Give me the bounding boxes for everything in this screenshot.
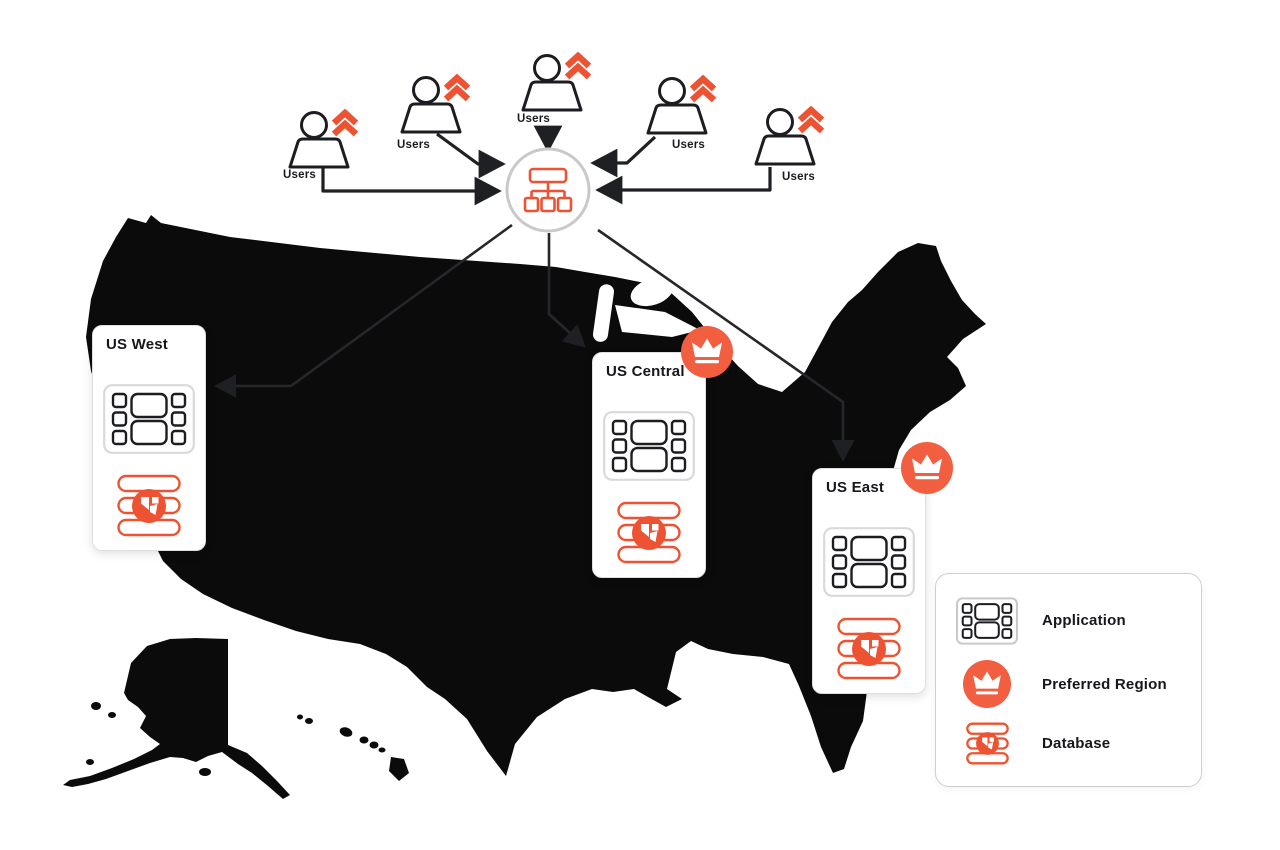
user-icon-3 xyxy=(521,51,592,112)
legend-label: Preferred Region xyxy=(1042,675,1167,693)
preferred-region-badge xyxy=(681,326,733,378)
legend: Application Preferred Region xyxy=(935,573,1202,787)
user-icon-4 xyxy=(646,74,717,135)
user-head xyxy=(300,111,328,139)
region-card-us-east: US East xyxy=(812,442,953,694)
user-body xyxy=(400,102,462,134)
us-map xyxy=(63,215,986,799)
arrow-to-us-central xyxy=(547,233,586,348)
user-head xyxy=(658,77,686,105)
application-icon xyxy=(956,595,1018,647)
chevron-up-icon xyxy=(564,51,592,80)
user-head xyxy=(412,76,440,104)
chevron-up-icon xyxy=(443,73,471,102)
user-body xyxy=(646,103,708,135)
user-icons xyxy=(288,51,825,169)
preferred-region-badge xyxy=(901,442,953,494)
user-label: Users xyxy=(782,171,815,183)
arrow-user-1 xyxy=(321,167,502,206)
user-label: Users xyxy=(397,139,430,151)
database-icon xyxy=(117,474,181,543)
alaska-islands xyxy=(86,702,211,776)
region-title: US West xyxy=(106,336,168,353)
user-to-hub-arrows xyxy=(321,125,772,206)
crown-icon xyxy=(956,660,1018,709)
user-icon-1 xyxy=(288,108,359,169)
arrow-user-2 xyxy=(436,132,506,179)
legend-label: Database xyxy=(1042,735,1111,753)
arrow-to-us-east xyxy=(597,228,855,462)
legend-row-preferred-region: Preferred Region xyxy=(956,660,1201,709)
database-icon xyxy=(837,617,901,686)
region-title: US East xyxy=(826,479,885,496)
us-map-hawaii xyxy=(297,714,409,781)
us-map-contiguous xyxy=(86,215,986,776)
chevron-up-icon xyxy=(331,108,359,137)
sitemap-icon xyxy=(523,167,573,213)
database-icon xyxy=(617,501,681,570)
application-icon xyxy=(603,411,695,486)
legend-row-application: Application xyxy=(956,595,1201,647)
region-card-us-west: US West xyxy=(92,325,206,551)
user-body xyxy=(754,134,816,166)
us-map-alaska xyxy=(63,638,290,799)
user-head xyxy=(766,108,794,136)
chevron-up-icon xyxy=(689,74,717,103)
great-lakes xyxy=(80,277,700,673)
user-body xyxy=(521,80,583,112)
region-title: US Central xyxy=(606,363,685,380)
region-card-us-central: US Central xyxy=(592,326,733,578)
arrow-user-5 xyxy=(595,167,772,205)
arrow-to-us-west xyxy=(214,223,513,398)
user-label: Users xyxy=(517,113,550,125)
arrow-user-4 xyxy=(590,135,657,178)
chevron-up-icon xyxy=(797,105,825,134)
user-icon-2 xyxy=(400,73,471,134)
user-label: Users xyxy=(672,139,705,151)
user-label: Users xyxy=(283,169,316,181)
hub-to-region-arrows xyxy=(214,223,855,462)
legend-row-database: Database xyxy=(956,722,1201,765)
load-balancer-node xyxy=(505,147,591,233)
database-icon xyxy=(956,722,1018,765)
user-icon-5 xyxy=(754,105,825,166)
legend-label: Application xyxy=(1042,612,1126,630)
application-icon xyxy=(103,384,195,459)
user-body xyxy=(288,137,350,169)
user-head xyxy=(533,54,561,82)
application-icon xyxy=(823,527,915,602)
